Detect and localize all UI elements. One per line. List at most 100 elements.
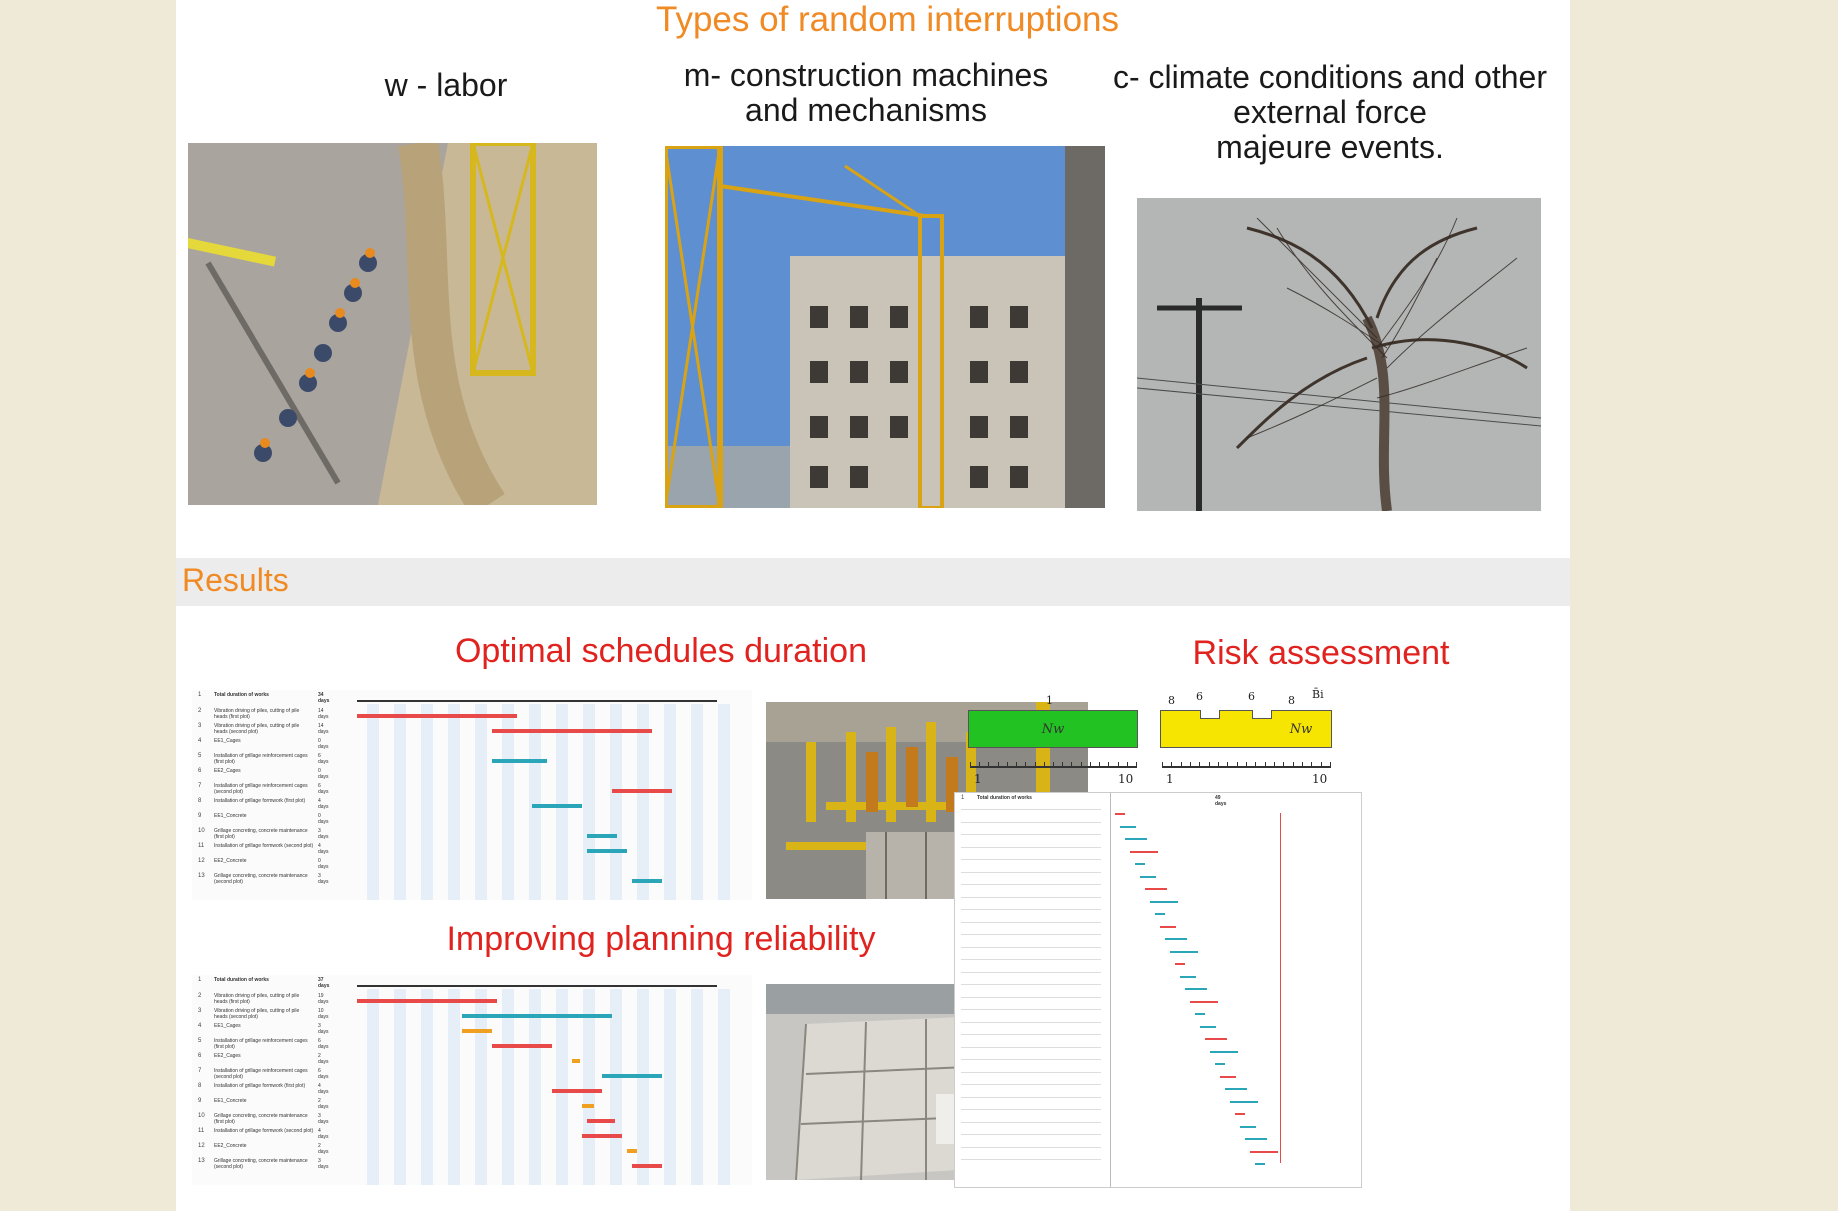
gantt3-bar <box>1250 1150 1278 1153</box>
gantt3-row-line <box>961 921 1101 923</box>
scale-tick <box>1089 762 1091 768</box>
gantt3-row-line <box>961 946 1101 948</box>
risk-block-yellow-label: Nw <box>1289 721 1313 737</box>
gantt3-bar <box>1185 988 1207 990</box>
gantt-total-label: Total duration of works <box>214 977 269 983</box>
gantt-grid-stripe <box>367 989 379 1185</box>
gantt3-bar <box>1200 1025 1216 1028</box>
gantt-grid-stripe <box>394 989 406 1185</box>
gantt-row-duration: 6 days <box>318 783 329 795</box>
gantt-row-number: 11 <box>198 1128 205 1134</box>
gantt-row-duration: 3 days <box>318 828 329 840</box>
scale-tick <box>1171 762 1173 768</box>
gantt3-row-line <box>961 1034 1101 1035</box>
gantt3-row-line <box>961 1071 1101 1073</box>
gantt-row-number: 4 <box>198 1023 202 1029</box>
gantt-bar <box>357 714 517 718</box>
scale-tick <box>1108 762 1110 768</box>
gantt3-row-line <box>961 859 1101 860</box>
gantt3-bar <box>1195 1013 1205 1015</box>
gantt3-row-line <box>961 846 1101 848</box>
risk-diagram: 1 Nw 1 10 <box>966 690 1346 790</box>
scale-tick <box>988 762 990 768</box>
scale-tick <box>997 762 999 768</box>
gantt3-row-line <box>961 1146 1101 1148</box>
gantt-bar <box>492 729 652 733</box>
gantt-row-task: Installation of grillage formwork (secon… <box>214 843 314 849</box>
gantt-grid-stripe <box>475 989 487 1185</box>
gantt3-row-line <box>961 896 1101 898</box>
gantt-row-number: 10 <box>198 1113 205 1119</box>
gantt-grid-stripe <box>691 704 703 900</box>
gantt3-row-line <box>961 884 1101 885</box>
risk-block-green: Nw <box>968 710 1138 748</box>
gantt-grid-stripe <box>421 704 433 900</box>
gantt-row-number: 12 <box>198 1143 205 1149</box>
risk-left-label: 1 <box>1046 694 1053 707</box>
gantt-grid-stripe <box>583 704 595 900</box>
gantt-row-duration: 0 days <box>318 858 329 870</box>
gantt3-bar <box>1130 850 1158 853</box>
scale-tick <box>1034 762 1036 768</box>
gantt-row-task: Installation of grillage reinforcement c… <box>214 783 308 795</box>
scale-tick <box>1006 762 1008 768</box>
scale-tick <box>1190 762 1191 768</box>
gantt-chart-risk: 1 Total duration of works 49 days <box>954 792 1362 1188</box>
gantt3-row-line <box>961 1059 1101 1060</box>
gantt-row-task: Installation of grillage formwork (secon… <box>214 1128 314 1134</box>
gantt-summary-bar <box>357 700 717 702</box>
gantt-grid-stripe <box>718 989 730 1185</box>
gantt-bar <box>357 999 497 1003</box>
gantt3-bar <box>1170 950 1198 953</box>
scale-tick <box>1255 762 1257 768</box>
caption-machines-line2: and mechanisms <box>745 92 987 128</box>
gantt3-row-line <box>961 809 1101 810</box>
caption-machines-line1: m- construction machines <box>683 57 1049 93</box>
gantt-grid-stripe <box>529 704 541 900</box>
gantt-row-duration: 3 days <box>318 1113 329 1125</box>
scale-tick <box>1283 762 1285 768</box>
photo-storm-tree <box>1137 198 1541 511</box>
gantt-grid-stripe <box>583 989 595 1185</box>
gantt-row-task: Grillage concreting, concrete maintenanc… <box>214 1113 308 1125</box>
gantt-row-duration: 3 days <box>318 873 329 885</box>
gantt-grid-stripe <box>556 989 568 1185</box>
gantt-row-task: Grillage concreting, concrete maintenanc… <box>214 873 308 885</box>
gantt-row-number: 7 <box>198 783 202 789</box>
risk-right-label-c: 6 <box>1248 690 1255 703</box>
gantt-row-number: 10 <box>198 828 205 834</box>
gantt3-bar <box>1120 825 1136 828</box>
gantt3-bar <box>1190 1000 1218 1003</box>
scale-tick <box>1292 762 1294 768</box>
gantt-bar <box>552 1089 602 1093</box>
gantt3-bar <box>1245 1138 1267 1140</box>
gantt-row-number: 9 <box>198 813 202 819</box>
gantt-row-duration: 14 days <box>318 723 329 735</box>
gantt-row-task: Vibration driving of piles, cutting of p… <box>214 993 300 1005</box>
scale-tick <box>1062 762 1064 768</box>
gantt-row-task: Installation of grillage formwork (first… <box>214 798 306 804</box>
gantt-row-number: 2 <box>198 993 202 999</box>
gantt3-row-line <box>961 1021 1101 1023</box>
gantt3-bar <box>1135 863 1145 865</box>
risk-notch-2 <box>1252 710 1272 719</box>
gantt-row-duration: 3 days <box>318 1158 329 1170</box>
gantt-bar <box>582 1104 594 1108</box>
gantt3-row-line <box>961 959 1101 960</box>
scale-tick <box>979 762 981 768</box>
gantt-grid-stripe <box>610 989 622 1185</box>
gantt3-row-line <box>961 971 1101 973</box>
risk-diagram-right: 8 6 6 8 B̄i Nw 1 10 <box>1160 688 1370 790</box>
gantt-row-duration: 14 days <box>318 708 329 720</box>
scale-tick <box>1117 762 1119 768</box>
gantt-row-task: EE2_Cages <box>214 1053 241 1059</box>
gantt-bar <box>602 1074 662 1078</box>
gantt-row-task: EE1_Cages <box>214 738 241 744</box>
gantt-grid-stripe <box>637 989 649 1185</box>
gantt-row-number: 4 <box>198 738 202 744</box>
gantt-bar <box>632 879 662 883</box>
gantt3-bar <box>1125 838 1147 840</box>
scale-tick <box>1126 762 1128 768</box>
gantt-row-duration: 6 days <box>318 1038 329 1050</box>
